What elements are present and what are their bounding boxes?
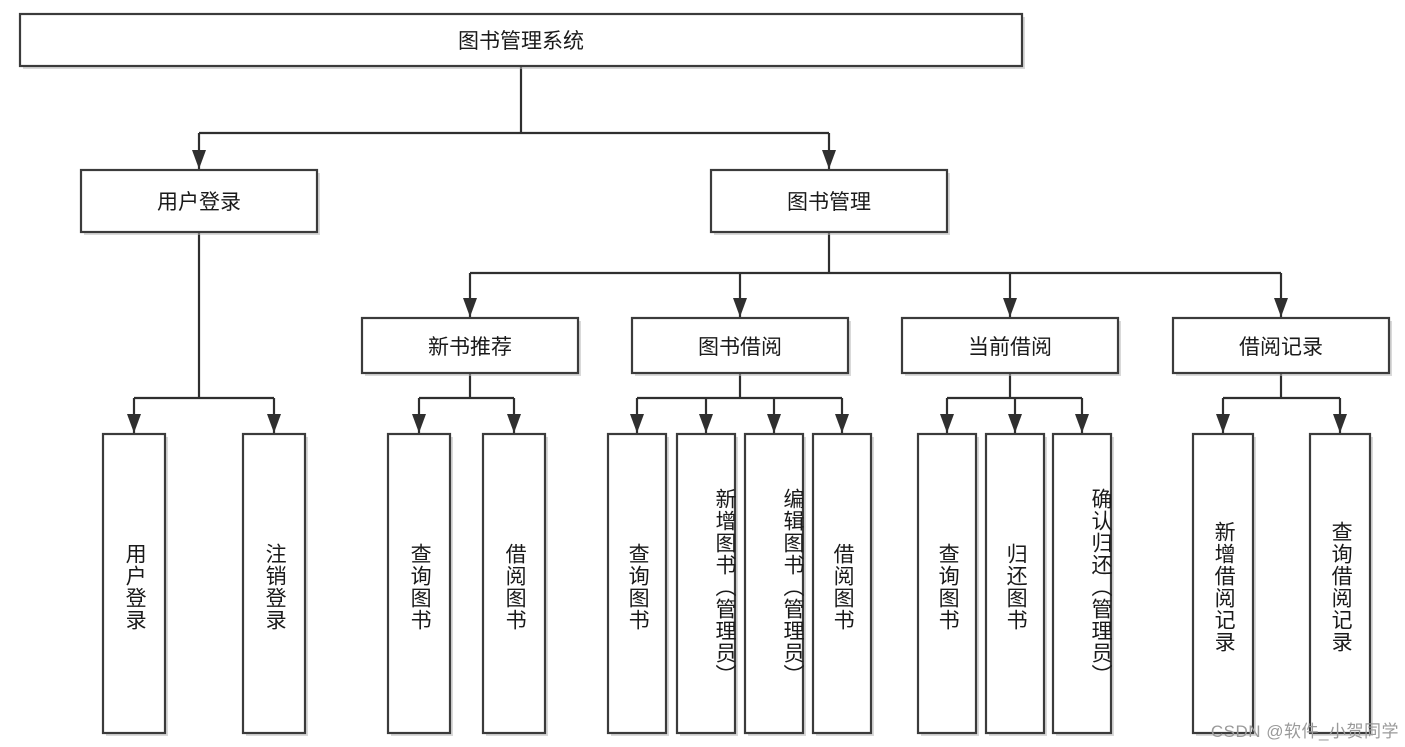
node-leaf-9-归还图书[interactable] — [984, 432, 1047, 736]
arrow-head-icon — [767, 414, 781, 433]
node-leaf-8-查询图书[interactable] — [916, 432, 979, 736]
arrow-head-icon — [630, 414, 644, 433]
arrow-head-icon — [1008, 414, 1022, 433]
arrow-head-icon — [822, 150, 836, 169]
arrow-head-icon — [412, 414, 426, 433]
arrow-head-icon — [463, 298, 477, 317]
node-leaf-10-确认归还管理员[interactable] — [1051, 432, 1114, 736]
arrow-head-icon — [267, 414, 281, 433]
node-level3-当前借阅[interactable] — [900, 316, 1121, 376]
arrow-head-icon — [733, 298, 747, 317]
node-level3-借阅记录[interactable] — [1171, 316, 1392, 376]
arrow-head-icon — [940, 414, 954, 433]
node-leaf-2-查询图书[interactable] — [386, 432, 453, 736]
node-level2-用户登录[interactable] — [79, 168, 320, 235]
arrow-head-icon — [835, 414, 849, 433]
node-leaf-12-查询借阅记录[interactable] — [1308, 432, 1373, 736]
arrow-head-icon — [1075, 414, 1089, 433]
node-leaf-11-新增借阅记录[interactable] — [1191, 432, 1256, 736]
node-level3-新书推荐[interactable] — [360, 316, 581, 376]
arrow-head-icon — [127, 414, 141, 433]
arrow-head-icon — [699, 414, 713, 433]
node-leaf-3-借阅图书[interactable] — [481, 432, 548, 736]
node-level3-图书借阅[interactable] — [630, 316, 851, 376]
arrow-head-icon — [1216, 414, 1230, 433]
node-leaf-7-借阅图书[interactable] — [811, 432, 874, 736]
arrow-head-icon — [1333, 414, 1347, 433]
arrow-head-icon — [507, 414, 521, 433]
node-leaf-4-查询图书[interactable] — [606, 432, 669, 736]
node-leaf-0-用户登录[interactable] — [101, 432, 168, 736]
node-leaf-6-编辑图书管理员[interactable] — [743, 432, 806, 736]
arrow-head-icon — [1274, 298, 1288, 317]
node-root-图书管理系统[interactable] — [18, 12, 1025, 69]
arrow-head-icon — [1003, 298, 1017, 317]
node-leaf-5-新增图书管理员[interactable] — [675, 432, 738, 736]
arrow-head-icon — [192, 150, 206, 169]
node-level2-图书管理[interactable] — [709, 168, 950, 235]
node-leaf-1-注销登录[interactable] — [241, 432, 308, 736]
watermark-text: CSDN @软件_小贺同学 — [1210, 722, 1399, 741]
